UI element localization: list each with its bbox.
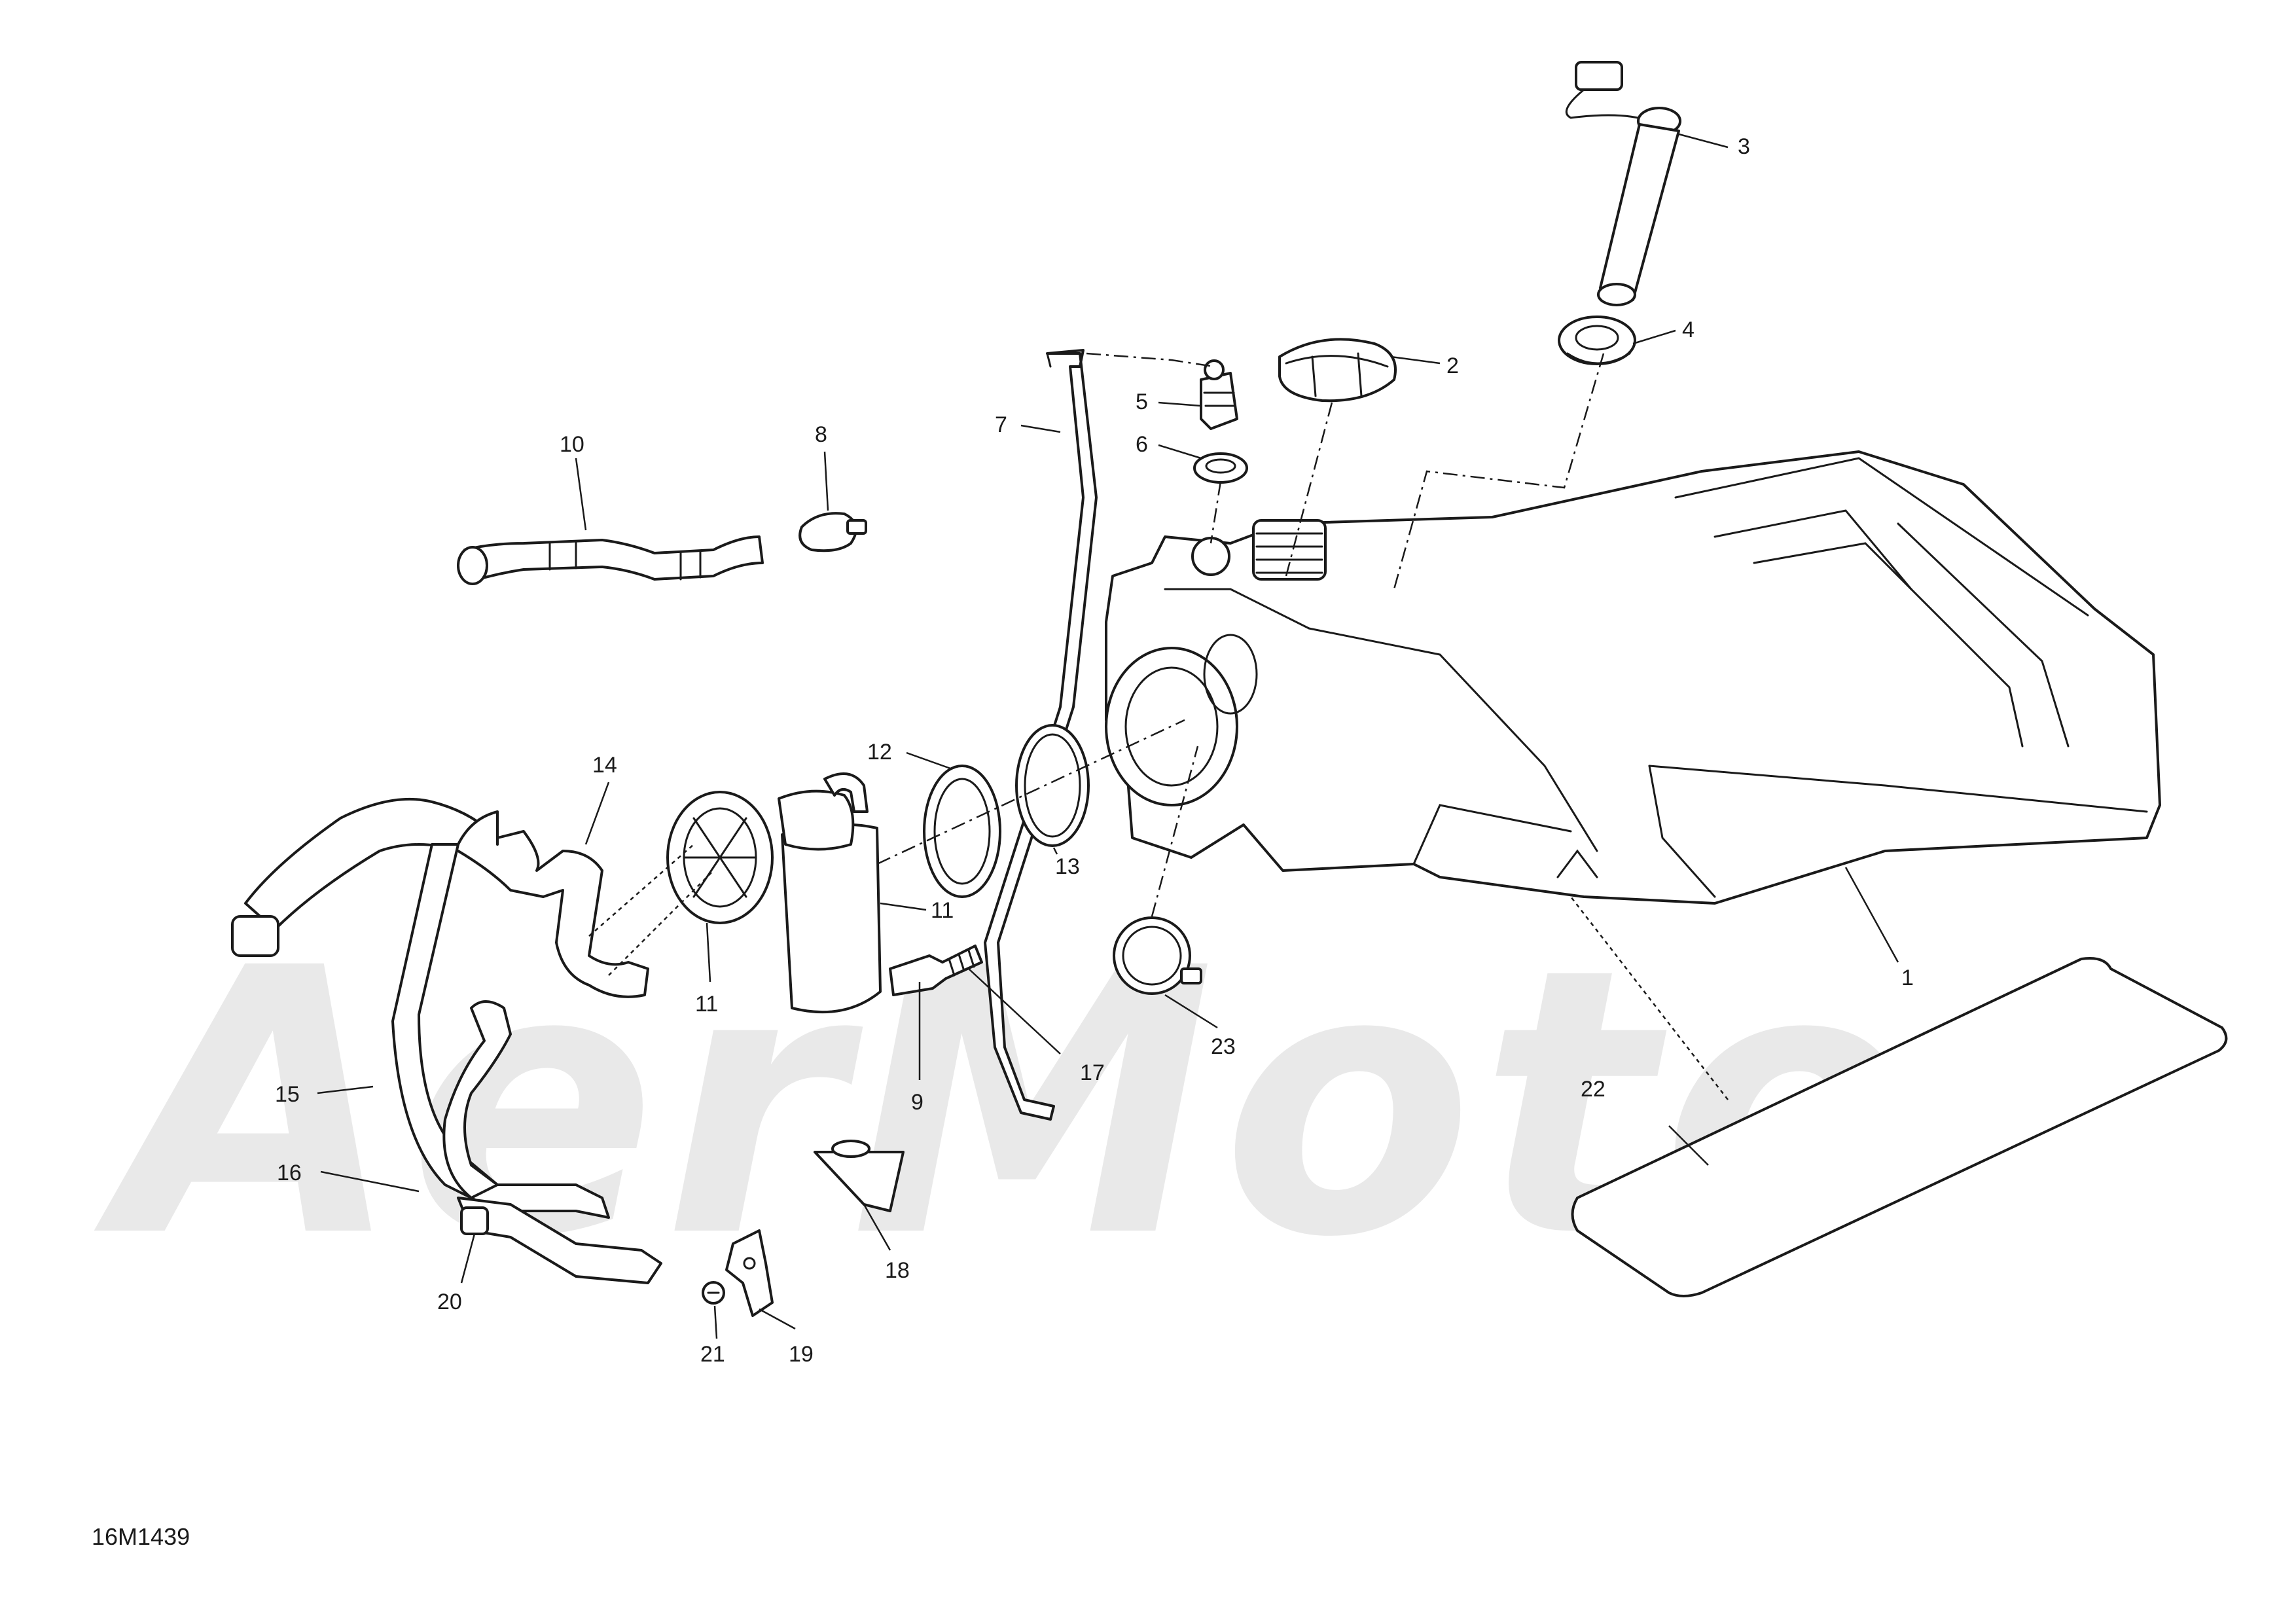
callout-17: 17: [1080, 1060, 1105, 1085]
assembly-line-clamp: [1151, 746, 1199, 917]
leader-11a: [706, 922, 711, 983]
leader-22: [1668, 1125, 1709, 1166]
callout-16: 16: [277, 1161, 302, 1185]
leader-1: [1844, 867, 1899, 963]
drawing-code: 16M1439: [92, 1523, 190, 1550]
callout-21: 21: [700, 1342, 725, 1367]
assembly-line-hoses: [588, 844, 714, 976]
callout-9: 9: [911, 1090, 924, 1115]
callout-5: 5: [1136, 389, 1148, 414]
screw: [702, 1281, 725, 1305]
assembly-line-sender: [1393, 353, 1605, 590]
leader-10: [575, 458, 587, 531]
leader-20: [460, 1233, 476, 1284]
fuel-tank: [1105, 450, 2161, 905]
leader-13: [1052, 847, 1058, 855]
leader-19: [759, 1308, 796, 1330]
assembly-line-cap: [1285, 402, 1333, 577]
fuel-hose-assembly: [231, 797, 649, 998]
assembly-line-pad: [1570, 896, 1729, 1100]
leader-3: [1678, 133, 1729, 149]
leader-21: [713, 1305, 718, 1339]
vent-hose: [984, 349, 1098, 1121]
callout-1: 1: [1901, 965, 1914, 990]
callout-8: 8: [815, 422, 827, 447]
pump-fitting: [889, 945, 983, 996]
leader-5: [1158, 401, 1202, 407]
leader-23: [1164, 994, 1218, 1029]
pump-lock-ring: [923, 765, 1001, 898]
leader-6: [1158, 444, 1202, 460]
callout-7: 7: [995, 412, 1007, 437]
callout-2: 2: [1446, 353, 1459, 378]
callout-11b: 11: [931, 898, 954, 923]
callout-20: 20: [437, 1290, 462, 1314]
callout-23: 23: [1211, 1034, 1236, 1059]
fuel-hose-upper: [457, 535, 764, 585]
callout-11a: 11: [695, 992, 718, 1017]
fuel-level-sender: [1565, 61, 1681, 306]
fuel-hose-lower: [391, 843, 662, 1284]
tank-pad: [1571, 957, 2228, 1297]
leader-12: [906, 751, 953, 770]
mounting-bracket: [725, 1229, 774, 1317]
callout-13: 13: [1055, 854, 1080, 879]
leader-15: [317, 1085, 374, 1094]
leader-17: [968, 968, 1061, 1055]
leader-14: [584, 782, 610, 845]
callout-10: 10: [560, 432, 584, 457]
leader-8: [823, 451, 829, 511]
hose-clamp-ring: [1113, 916, 1202, 995]
callout-4: 4: [1682, 317, 1695, 342]
fuel-cap: [1278, 338, 1397, 403]
callout-19: 19: [789, 1342, 814, 1367]
assembly-line-valve-tank: [1210, 480, 1222, 544]
callout-3: 3: [1738, 134, 1750, 159]
leader-18: [863, 1204, 891, 1251]
assembly-line-pump: [876, 719, 1185, 865]
callout-12: 12: [867, 740, 892, 765]
valve-grommet: [1193, 452, 1248, 484]
leader-7: [1020, 424, 1061, 433]
hose-fitting: [460, 1206, 489, 1235]
callout-22: 22: [1581, 1077, 1605, 1102]
grommet: [1558, 316, 1636, 365]
leader-4: [1632, 329, 1676, 345]
callout-15: 15: [275, 1082, 300, 1107]
rollover-valve: [1200, 359, 1238, 430]
assembly-line-valve: [1086, 352, 1215, 368]
leader-2: [1390, 355, 1441, 365]
callout-6: 6: [1136, 432, 1148, 457]
callout-18: 18: [885, 1258, 910, 1283]
deflector-shield: [814, 1140, 905, 1212]
callout-14: 14: [592, 753, 617, 778]
hose-clamp-small: [798, 512, 867, 552]
pump-o-ring: [1015, 724, 1090, 847]
leader-11b: [880, 902, 927, 911]
leader-16: [320, 1170, 420, 1193]
